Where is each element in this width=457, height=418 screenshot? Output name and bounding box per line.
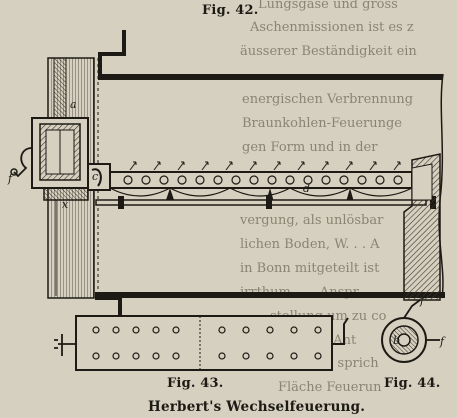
caption-fig42: Fig. 42. [202, 3, 259, 18]
wheel-hub [397, 333, 411, 347]
lever [403, 299, 421, 319]
door-handle [13, 147, 33, 178]
grate-holes [123, 175, 403, 185]
letter-b: b [393, 334, 400, 347]
handle-knob [10, 168, 18, 176]
fig42-drawing: x c d f a [7, 30, 445, 336]
pipe-holes-top [92, 326, 322, 334]
grate-pipe [109, 171, 413, 189]
caption-fig44: Fig. 44. [384, 376, 441, 391]
letter-c: c [92, 170, 98, 183]
caption-fig43: Fig. 43. [167, 376, 224, 391]
pivot [54, 334, 76, 356]
nozzle-curve [91, 168, 102, 187]
letter-f: f [7, 172, 14, 185]
bridge-opening [411, 163, 433, 201]
letter-x: x [62, 198, 69, 211]
shell-top-wall [98, 74, 443, 80]
letter-f3: f [419, 294, 426, 307]
shell-bottom-wall [95, 292, 445, 298]
fig43-drawing [54, 315, 349, 371]
lower-rod [95, 199, 427, 206]
air-arrows [129, 161, 401, 171]
grate-supports [109, 187, 413, 197]
pipe-body [75, 315, 333, 371]
figure-title: Herbert's Wechselfeuerung. [148, 399, 366, 415]
letter-f2: f [439, 335, 446, 348]
top-flange [98, 30, 126, 80]
ash-door [43, 187, 89, 201]
letter-d: d [303, 182, 310, 195]
crank [332, 317, 349, 345]
letter-a: a [70, 98, 77, 111]
fig44-drawing: b f f [381, 294, 446, 363]
pipe-holes-bottom [92, 352, 322, 360]
